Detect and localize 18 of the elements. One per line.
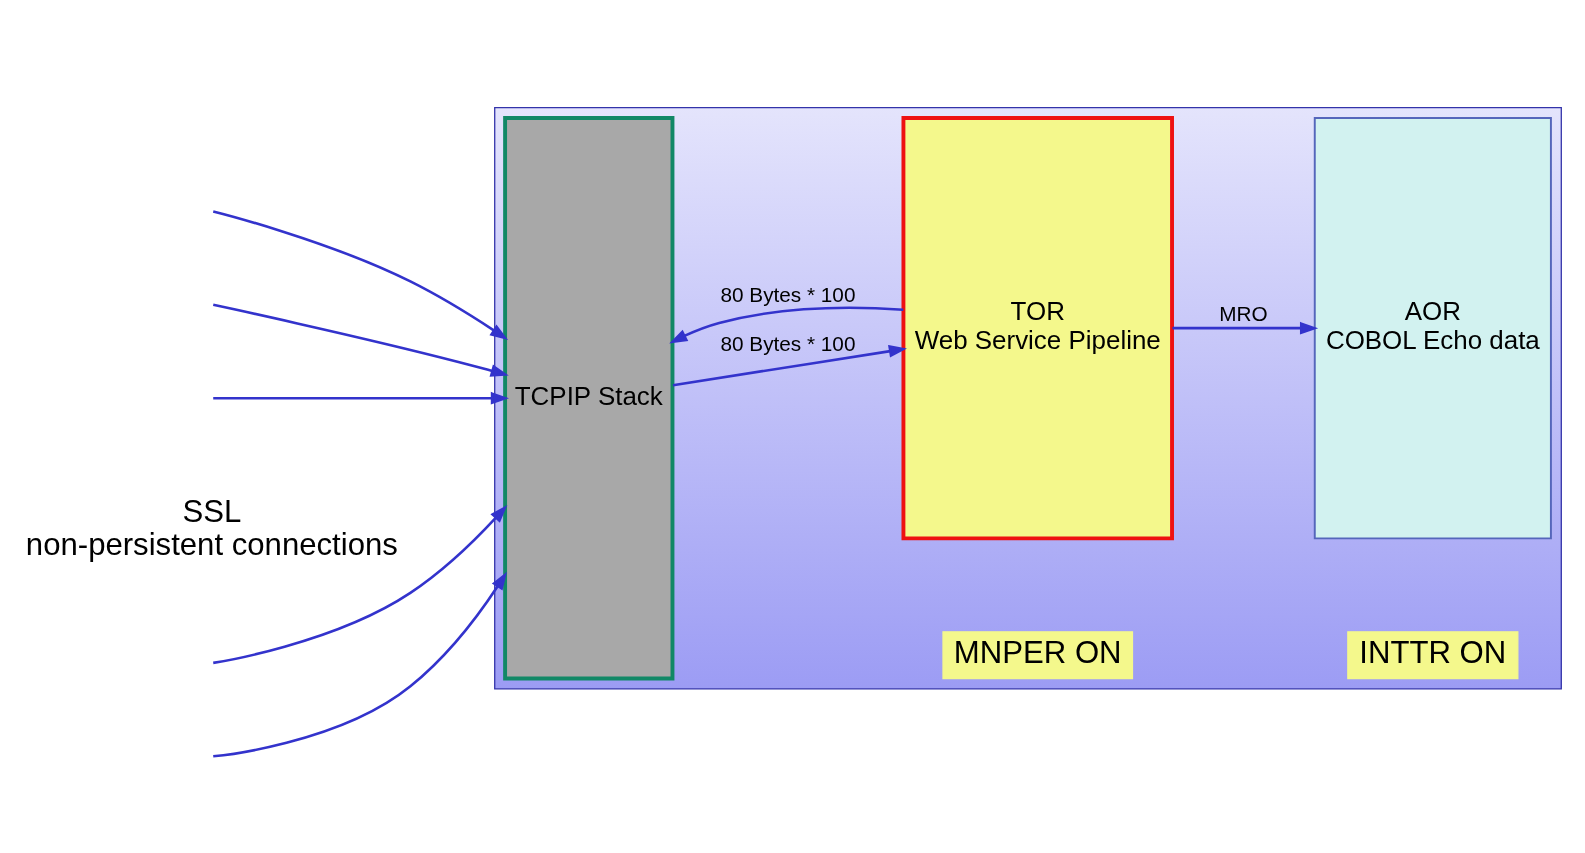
arrow xyxy=(669,306,904,343)
arrow xyxy=(213,391,509,405)
arrow xyxy=(212,209,509,340)
edge-label: MRO xyxy=(1219,301,1268,325)
node-box: MNPER ON xyxy=(942,630,1134,679)
arrow xyxy=(1172,321,1319,335)
arrow xyxy=(672,344,907,386)
node-box: TCPIP Stack xyxy=(503,115,675,680)
label: SSL non-persistent connections xyxy=(25,493,398,562)
node-box: AOR COBOL Echo data xyxy=(1313,116,1552,539)
edge-label: 80 Bytes * 100 xyxy=(720,282,856,306)
node-box: INTTR ON xyxy=(1347,630,1519,679)
edge-label: 80 Bytes * 100 xyxy=(720,331,856,355)
arrow xyxy=(212,303,509,377)
arrow xyxy=(213,571,507,758)
node-box: TOR Web Service Pipeline xyxy=(901,115,1174,540)
arrow xyxy=(213,504,508,664)
cluster xyxy=(494,106,1562,689)
